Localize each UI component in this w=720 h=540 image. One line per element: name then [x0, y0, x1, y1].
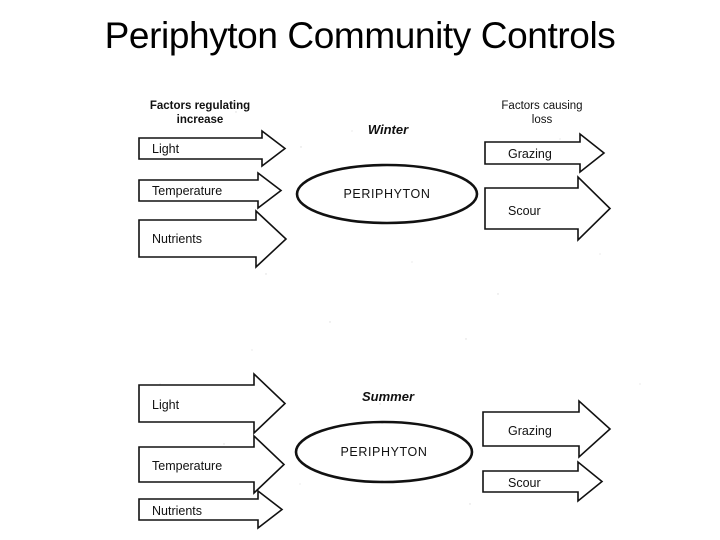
season-label-winter: Winter: [368, 122, 409, 137]
outflow-label-scour-summer: Scour: [508, 476, 541, 490]
periphyton-label-winter: PERIPHYTON: [343, 187, 430, 201]
inflow-arrow-light-summer: Light: [138, 372, 287, 435]
outflow-label-scour-winter: Scour: [508, 204, 541, 218]
inflow-arrow-nutrients-winter: Nutrients: [138, 209, 288, 269]
inflow-label-nutrients-winter: Nutrients: [152, 232, 202, 246]
inflow-arrow-nutrients-summer: Nutrients: [138, 489, 284, 530]
inflow-arrow-light-winter: Light: [138, 129, 287, 168]
outflow-arrow-scour-winter: Scour: [484, 175, 612, 242]
periphyton-diagram: Factors regulating increase Factors caus…: [0, 84, 720, 540]
inflow-label-nutrients-summer: Nutrients: [152, 504, 202, 518]
periphyton-pool-summer: PERIPHYTON: [294, 420, 474, 484]
left-header-line1: Factors regulating: [150, 100, 250, 112]
outflow-arrow-grazing-summer: Grazing: [482, 399, 612, 459]
inflow-label-light-summer: Light: [152, 398, 180, 412]
season-label-summer: Summer: [362, 389, 415, 404]
right-header-line2: loss: [532, 114, 553, 126]
panel-winter: Factors regulating increase Factors caus…: [138, 100, 612, 269]
left-header-line2: increase: [177, 114, 224, 126]
outflow-arrow-grazing-winter: Grazing: [484, 132, 606, 174]
inflow-label-temperature-winter: Temperature: [152, 184, 222, 198]
diagram-canvas: Factors regulating increase Factors caus…: [138, 100, 641, 530]
outflow-label-grazing-summer: Grazing: [508, 424, 552, 438]
page-title: Periphyton Community Controls: [104, 15, 616, 56]
outflow-arrow-scour-summer: Scour: [482, 460, 604, 503]
inflow-label-temperature-summer: Temperature: [152, 459, 222, 473]
inflow-label-light-winter: Light: [152, 142, 180, 156]
outflow-label-grazing-winter: Grazing: [508, 147, 552, 161]
inflow-arrow-temperature-winter: Temperature: [138, 171, 283, 210]
panel-summer: Summer PERIPHYTON Light Temperature: [138, 372, 612, 530]
right-header-line1: Factors causing: [501, 100, 582, 112]
periphyton-pool-winter: PERIPHYTON: [295, 163, 479, 225]
inflow-arrow-temperature-summer: Temperature: [138, 434, 286, 495]
periphyton-label-summer: PERIPHYTON: [340, 445, 427, 459]
